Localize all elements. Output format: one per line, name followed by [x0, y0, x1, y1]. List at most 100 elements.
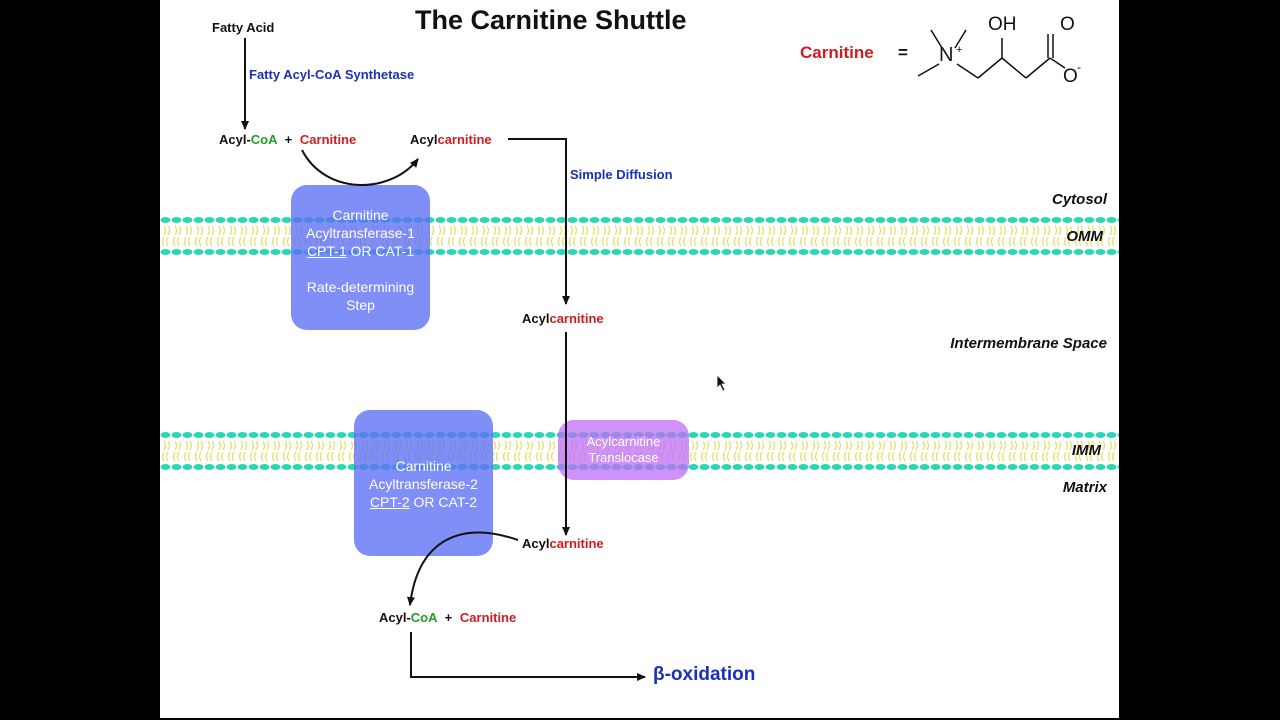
- lipid-tail: [988, 225, 992, 236]
- lipid-tail: [849, 225, 853, 236]
- lipid-tail: [759, 236, 763, 247]
- lipid-head: [952, 432, 963, 438]
- lipid-tail: [770, 236, 774, 247]
- lipid-tail: [700, 236, 704, 247]
- lipid-head: [908, 217, 919, 223]
- lipid-tail: [464, 225, 468, 236]
- lipid-tail: [537, 225, 541, 236]
- lipid-tail: [273, 440, 277, 451]
- lipid-tail: [218, 440, 222, 451]
- lipid-head: [490, 249, 501, 255]
- lipid-head: [237, 464, 248, 470]
- lipid-tail: [1063, 451, 1067, 462]
- lipid-tail: [768, 225, 772, 236]
- lipid-head: [281, 249, 292, 255]
- lipid-tail: [739, 440, 743, 451]
- lipid-tail: [189, 440, 193, 451]
- lipid-tail: [218, 225, 222, 236]
- lipid-tail: [955, 225, 959, 236]
- lipid-tail: [508, 225, 512, 236]
- fatty-acid-label: Fatty Acid: [212, 20, 275, 35]
- lipid-tail: [1113, 225, 1117, 236]
- lipid-tail: [1091, 225, 1095, 236]
- lipid-tail: [955, 440, 959, 451]
- lipid-tail: [205, 236, 209, 247]
- lipid-tail: [1003, 440, 1007, 451]
- lipid-tail: [871, 225, 875, 236]
- lipid-tail: [216, 236, 220, 247]
- lipid-head: [501, 249, 512, 255]
- lipid-head: [688, 249, 699, 255]
- region-cytosol: Cytosol: [1051, 191, 1107, 208]
- lipid-tail: [574, 225, 578, 236]
- lipid-head: [1040, 432, 1051, 438]
- cpt1-name-line2: Acyltransferase-1: [306, 225, 415, 241]
- lipid-tail: [711, 236, 715, 247]
- lipid-tail: [999, 225, 1003, 236]
- lipid-tail: [185, 440, 189, 451]
- lipid-tail: [838, 225, 842, 236]
- lipid-head: [182, 217, 193, 223]
- lipid-tail: [770, 451, 774, 462]
- structure-oxide-oxygen: O: [1063, 66, 1078, 87]
- lipid-head: [897, 249, 908, 255]
- lipid-head: [1062, 464, 1073, 470]
- lipid-tail: [728, 225, 732, 236]
- lipid-tail: [779, 440, 783, 451]
- lipid-tail: [825, 236, 829, 247]
- lipid-tail: [601, 236, 605, 247]
- lipid-tail: [504, 225, 508, 236]
- lipid-tail: [722, 236, 726, 247]
- lipid-tail: [847, 236, 851, 247]
- lipid-tail: [1003, 225, 1007, 236]
- lipid-head: [787, 249, 798, 255]
- carnitine-suffix: carnitine: [549, 536, 604, 551]
- lipid-tail: [992, 440, 996, 451]
- lipid-tail: [1052, 236, 1056, 247]
- carnitine-suffix: carnitine: [437, 132, 492, 147]
- lipid-tail: [172, 451, 176, 462]
- lipid-tail: [473, 236, 477, 247]
- lipid-tail: [592, 225, 596, 236]
- lipid-tail: [550, 236, 554, 247]
- lipid-head: [248, 249, 259, 255]
- lipid-head: [1073, 432, 1084, 438]
- lipid-tail: [328, 440, 332, 451]
- lipid-tail: [497, 225, 501, 236]
- lipid-tail: [799, 451, 803, 462]
- lipid-head: [1051, 217, 1062, 223]
- lipid-tail: [242, 451, 246, 462]
- lipid-head: [853, 464, 864, 470]
- lipid-tail: [1078, 451, 1082, 462]
- lipid-tail: [1107, 451, 1111, 462]
- lipid-tail: [1041, 236, 1045, 247]
- lipid-head: [1084, 432, 1095, 438]
- lipid-tail: [772, 440, 776, 451]
- lipid-head: [655, 249, 666, 255]
- lipid-tail: [277, 440, 281, 451]
- lipid-head: [787, 432, 798, 438]
- lipid-tail: [209, 451, 213, 462]
- lipid-tail: [944, 440, 948, 451]
- lipid-tail: [887, 451, 891, 462]
- lipid-tail: [803, 236, 807, 247]
- lipid-tail: [1025, 440, 1029, 451]
- lipid-head: [468, 217, 479, 223]
- lipid-tail: [882, 440, 886, 451]
- lipid-head: [270, 217, 281, 223]
- lipid-tail: [1098, 225, 1102, 236]
- lipid-tail: [854, 236, 858, 247]
- lipid-head: [270, 432, 281, 438]
- lipid-tail: [805, 225, 809, 236]
- lipid-tail: [979, 236, 983, 247]
- lipid-head: [710, 217, 721, 223]
- lipid-tail: [183, 236, 187, 247]
- lipid-tail: [552, 225, 556, 236]
- lipid-tail: [838, 440, 842, 451]
- lipid-head: [842, 249, 853, 255]
- cpt1-or: OR: [346, 243, 376, 259]
- translocase-line2: Translocase: [588, 450, 659, 465]
- ims-acylcarnitine: Acylcarnitine: [522, 311, 604, 326]
- lipid-head: [622, 249, 633, 255]
- lipid-tail: [986, 236, 990, 247]
